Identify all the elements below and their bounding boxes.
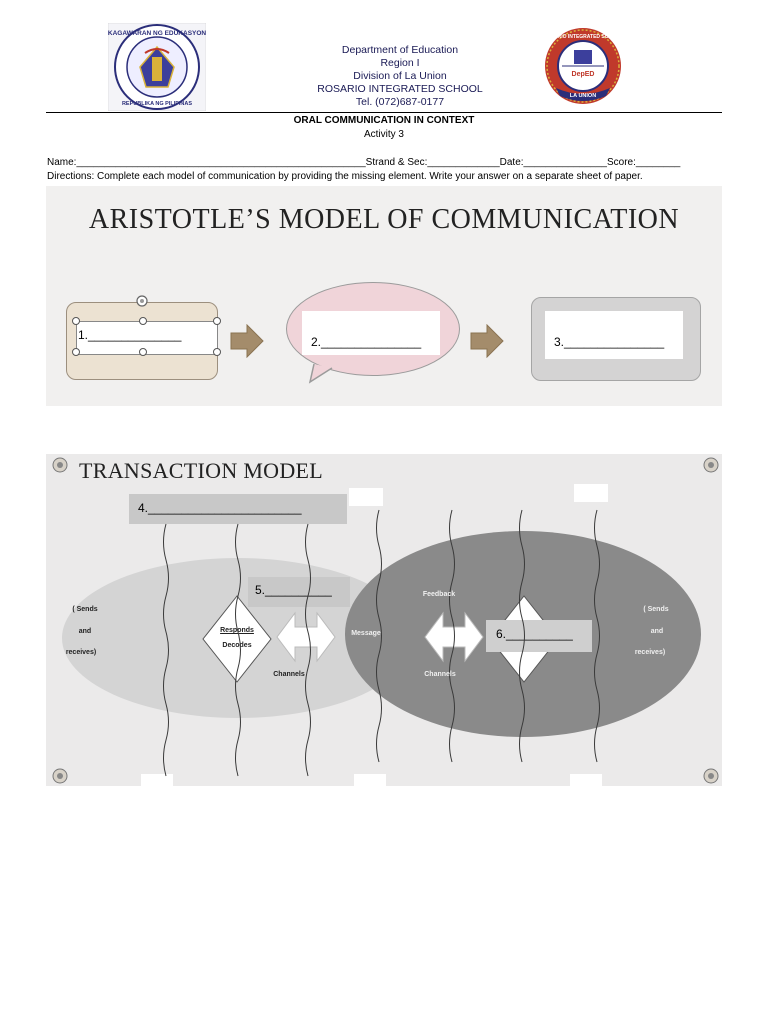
decodes-label: Decodes	[222, 642, 252, 649]
white-tab	[570, 774, 602, 788]
selection-handle	[72, 348, 80, 356]
directions-text: Directions: Complete each model of commu…	[47, 171, 643, 182]
svg-text:REPUBLIKA NG PILIPINAS: REPUBLIKA NG PILIPINAS	[122, 101, 192, 107]
speaker-box	[66, 302, 218, 380]
selection-handle	[139, 348, 147, 356]
channels-left-label: Channels	[273, 671, 305, 678]
selection-handle	[139, 317, 147, 325]
student-info-line: Name:___________________________________…	[47, 157, 681, 168]
channels-right-label: Channels	[424, 671, 456, 678]
and-left-label: and	[78, 628, 92, 635]
aristotle-model-title: ARISTOTLE’S MODEL OF COMMUNICATION	[88, 204, 680, 235]
blank-3-label: 3._______________	[554, 335, 665, 349]
transaction-model-title: TRANSACTION MODEL	[79, 458, 324, 483]
receives-right-label: receives)	[634, 649, 666, 656]
blank-6-label: 6.__________	[496, 627, 573, 641]
blank-5-label: 5.__________	[255, 583, 332, 597]
transaction-model-panel: TRANSACTION MODEL 4.____________________…	[46, 454, 722, 788]
selection-handle	[213, 317, 221, 325]
deped-seal-logo: KAGAWARAN NG EDUKASYON REPUBLIKA NG PILI…	[107, 22, 206, 112]
blank-5-box	[248, 577, 350, 607]
sends-left-label: ( Sends	[72, 606, 98, 613]
subject-title: ORAL COMMUNICATION IN CONTEXT	[293, 115, 475, 126]
blank-2-label: 2._______________	[311, 335, 422, 349]
header-divider	[46, 112, 722, 113]
pushpin-icon	[703, 768, 719, 784]
selection-handle	[72, 317, 80, 325]
double-arrow-icon	[276, 611, 336, 663]
white-tab	[141, 774, 173, 788]
school-header-text: Department of Education Region I Divisio…	[240, 44, 560, 109]
blank-4-label: 4._______________________	[138, 501, 302, 515]
pushpin-icon	[52, 768, 68, 784]
activity-label: Activity 3	[363, 129, 404, 140]
white-tab	[574, 484, 608, 502]
responds-label: Responds	[220, 627, 254, 634]
aristotle-model-panel: ARISTOTLE’S MODEL OF COMMUNICATION 1.___…	[46, 186, 722, 406]
wavy-lines	[163, 509, 600, 777]
feedback-label: Feedback	[422, 591, 456, 598]
receives-left-label: receives)	[65, 649, 97, 656]
message-label: Message	[351, 630, 381, 637]
school-seal-logo: DepED LA UNION ROSARIO INTEGRATED SCHOOL	[534, 26, 632, 106]
blank-1-label: 1.______________	[78, 328, 182, 342]
white-tab	[349, 488, 383, 506]
blank-6-box	[486, 620, 592, 652]
svg-text:DepED: DepED	[572, 71, 595, 78]
arrow-right-icon	[230, 324, 264, 358]
svg-text:LA UNION: LA UNION	[570, 93, 596, 99]
speech-bubble-tail	[308, 363, 333, 384]
header-line-region: Region I	[380, 57, 420, 69]
and-right-label: and	[650, 628, 664, 635]
header-line-division: Division of La Union	[353, 70, 447, 82]
sends-right-label: ( Sends	[643, 606, 669, 613]
white-tab	[354, 774, 386, 788]
blank-4-box	[129, 494, 347, 524]
svg-text:KAGAWARAN NG EDUKASYON: KAGAWARAN NG EDUKASYON	[108, 30, 206, 37]
pushpin-icon	[52, 457, 68, 473]
svg-text:ROSARIO INTEGRATED SCHOOL: ROSARIO INTEGRATED SCHOOL	[543, 34, 623, 40]
speaker-answer-field	[76, 321, 218, 355]
header-line-telephone: Tel. (072)687-0177	[355, 96, 445, 108]
arrow-right-icon	[470, 324, 504, 358]
selection-handle	[213, 348, 221, 356]
message-answer-field	[302, 311, 440, 355]
pushpin-icon	[703, 457, 719, 473]
header-line-school: ROSARIO INTEGRATED SCHOOL	[317, 83, 483, 95]
diamond-shape-left	[202, 595, 272, 683]
audience-answer-field	[545, 311, 683, 359]
header-line-department: Department of Education	[341, 44, 459, 56]
rotate-handle-icon	[136, 295, 148, 307]
